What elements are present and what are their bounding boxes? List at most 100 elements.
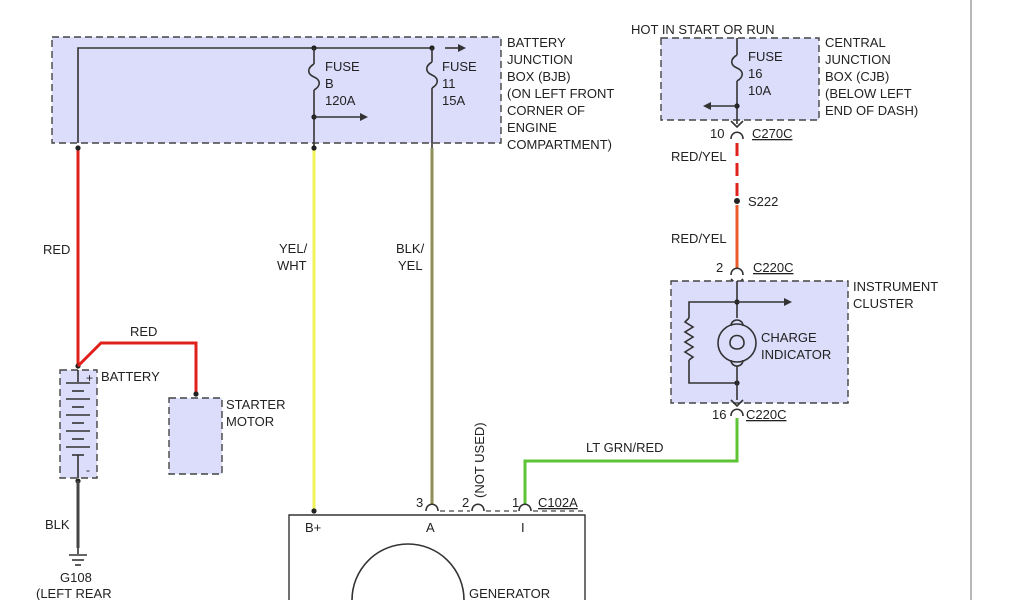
- ic-out-arrow: [784, 298, 792, 306]
- c102a-pin1-label: 1: [512, 495, 519, 510]
- ground-g108-icon: [69, 548, 87, 566]
- battery-junction-box: FUSE B 120A FUSE 11 15A BATTERY JUNCTION…: [51, 35, 614, 152]
- lamp-filament-icon: [729, 334, 745, 350]
- connector-c220c-bottom: 16 C220C: [712, 407, 786, 422]
- red-yel-wire-label: RED/YEL: [671, 231, 727, 246]
- red-yel-wire-label: RED/YEL: [671, 149, 727, 164]
- c270c-pin: 10: [710, 126, 724, 141]
- c270c-connector-icon: [730, 131, 744, 140]
- red-wire-label: RED: [43, 242, 70, 257]
- bjb-label: (ON LEFT FRONT: [507, 86, 614, 101]
- c102a-pin1-icon: [518, 503, 532, 512]
- charge-indicator-label: INDICATOR: [761, 347, 831, 362]
- c102a-name: C102A: [538, 495, 578, 510]
- ic-wire: [688, 301, 737, 318]
- fuse-16-label: FUSE: [748, 49, 783, 64]
- starter-motor-label: STARTER: [226, 397, 285, 412]
- c102a-pin3-label: 3: [416, 495, 423, 510]
- red-starter-wire-label: RED: [130, 324, 157, 339]
- c220c-top-name: C220C: [753, 260, 793, 275]
- generator-a-label: A: [426, 520, 435, 535]
- starter-node: [193, 391, 199, 397]
- yel-wht-wire-label: WHT: [277, 258, 307, 273]
- generator-b-plus-node: [311, 508, 317, 514]
- connector-c270c: 10 C270C: [710, 126, 792, 141]
- battery-plus-sign: +: [86, 371, 93, 385]
- c270c-name: C270C: [752, 126, 792, 141]
- c102a-pin2-label: 2: [462, 495, 469, 510]
- central-junction-box: HOT IN START OR RUN FUSE 16 10A CENTRAL …: [631, 22, 918, 129]
- fuse-16-label: 10A: [748, 83, 771, 98]
- cjb-label: CENTRAL: [825, 35, 886, 50]
- fuse-11-label: 11: [442, 76, 456, 91]
- bjb-box: [51, 36, 502, 144]
- splice-s222: [734, 198, 740, 204]
- fuse-b-label: 120A: [325, 93, 356, 108]
- bjb-node: [311, 145, 317, 151]
- yel-wht-wire-label: YEL/: [279, 241, 308, 256]
- instrument-cluster-label: INSTRUMENT: [853, 279, 938, 294]
- instrument-cluster-label: CLUSTER: [853, 296, 914, 311]
- fuse-11-label: 15A: [442, 93, 465, 108]
- fuse-b-label: FUSE: [325, 59, 360, 74]
- lt-grn-red-wire: [523, 418, 739, 504]
- ground-location-label: (LEFT REAR: [36, 586, 112, 600]
- c102a-pin3-icon: [425, 503, 439, 512]
- charge-indicator-lamp-icon: [717, 323, 757, 363]
- fuse-b-icon: [307, 63, 321, 91]
- bjb-label: BATTERY: [507, 35, 566, 50]
- not-used-label: (NOT USED): [472, 422, 487, 498]
- cjb-label: JUNCTION: [825, 52, 891, 67]
- starter-motor-label: MOTOR: [226, 414, 274, 429]
- resistor-icon: [683, 317, 695, 361]
- hot-in-start-label: HOT IN START OR RUN: [631, 22, 775, 37]
- splice-s222-label: S222: [748, 194, 778, 209]
- battery-label: BATTERY: [101, 369, 160, 384]
- generator: B+ A I GENERATOR: [288, 514, 586, 600]
- starter-motor-box: [168, 397, 223, 475]
- cjb-out-arrow: [703, 102, 711, 110]
- battery-minus-sign: -: [86, 463, 90, 477]
- bjb-label: ENGINE: [507, 120, 557, 135]
- generator-i-label: I: [521, 520, 525, 535]
- fuse-16-label: 16: [748, 66, 762, 81]
- red-wire-starter: [76, 341, 198, 394]
- lt-grn-red-wire-label: LT GRN/RED: [586, 440, 664, 455]
- cjb-label: (BELOW LEFT: [825, 86, 912, 101]
- generator-box: [288, 514, 586, 600]
- bjb-label: COMPARTMENT): [507, 137, 612, 152]
- cjb-label: END OF DASH): [825, 103, 918, 118]
- fuse-16-icon: [730, 54, 744, 82]
- generator-symbol-icon: [351, 543, 465, 600]
- blk-yel-wire-label: BLK/: [396, 241, 425, 256]
- instrument-cluster: CHARGE INDICATOR INSTRUMENT CLUSTER: [670, 279, 938, 408]
- c220c-bottom-connector-icon: [730, 408, 744, 417]
- bjb-label: BOX (BJB): [507, 69, 571, 84]
- generator-b-plus-label: B+: [305, 520, 321, 535]
- c220c-bottom-pin: 16: [712, 407, 726, 422]
- bjb-label: JUNCTION: [507, 52, 573, 67]
- bjb-node: [75, 145, 81, 151]
- blk-yel-wire-label: YEL: [398, 258, 423, 273]
- bjb-label: CORNER OF: [507, 103, 585, 118]
- generator-label: GENERATOR: [469, 586, 550, 600]
- fuse-11-label: FUSE: [442, 59, 477, 74]
- c102a-pin2-icon: [471, 503, 485, 512]
- starter-motor: STARTER MOTOR: [168, 397, 285, 475]
- bjb-bus-arrow: [458, 44, 466, 52]
- battery: + - BATTERY: [59, 369, 160, 479]
- ic-wire: [688, 360, 737, 384]
- c220c-top-connector-icon: [730, 267, 744, 276]
- ic-bottom-chevron: [730, 399, 744, 408]
- instrument-cluster-box: [670, 280, 849, 404]
- c220c-bottom-name: C220C: [746, 407, 786, 422]
- cjb-label: BOX (CJB): [825, 69, 889, 84]
- cjb-pin-chevron: [730, 120, 744, 129]
- blk-wire-label: BLK: [45, 517, 70, 532]
- charge-indicator-label: CHARGE: [761, 330, 817, 345]
- c220c-top-pin: 2: [716, 260, 723, 275]
- fuse-b-label: B: [325, 76, 334, 91]
- fuse-b-out-arrow: [360, 113, 368, 121]
- connector-c102a: 3 2 1 C102A (NOT USED): [416, 422, 585, 512]
